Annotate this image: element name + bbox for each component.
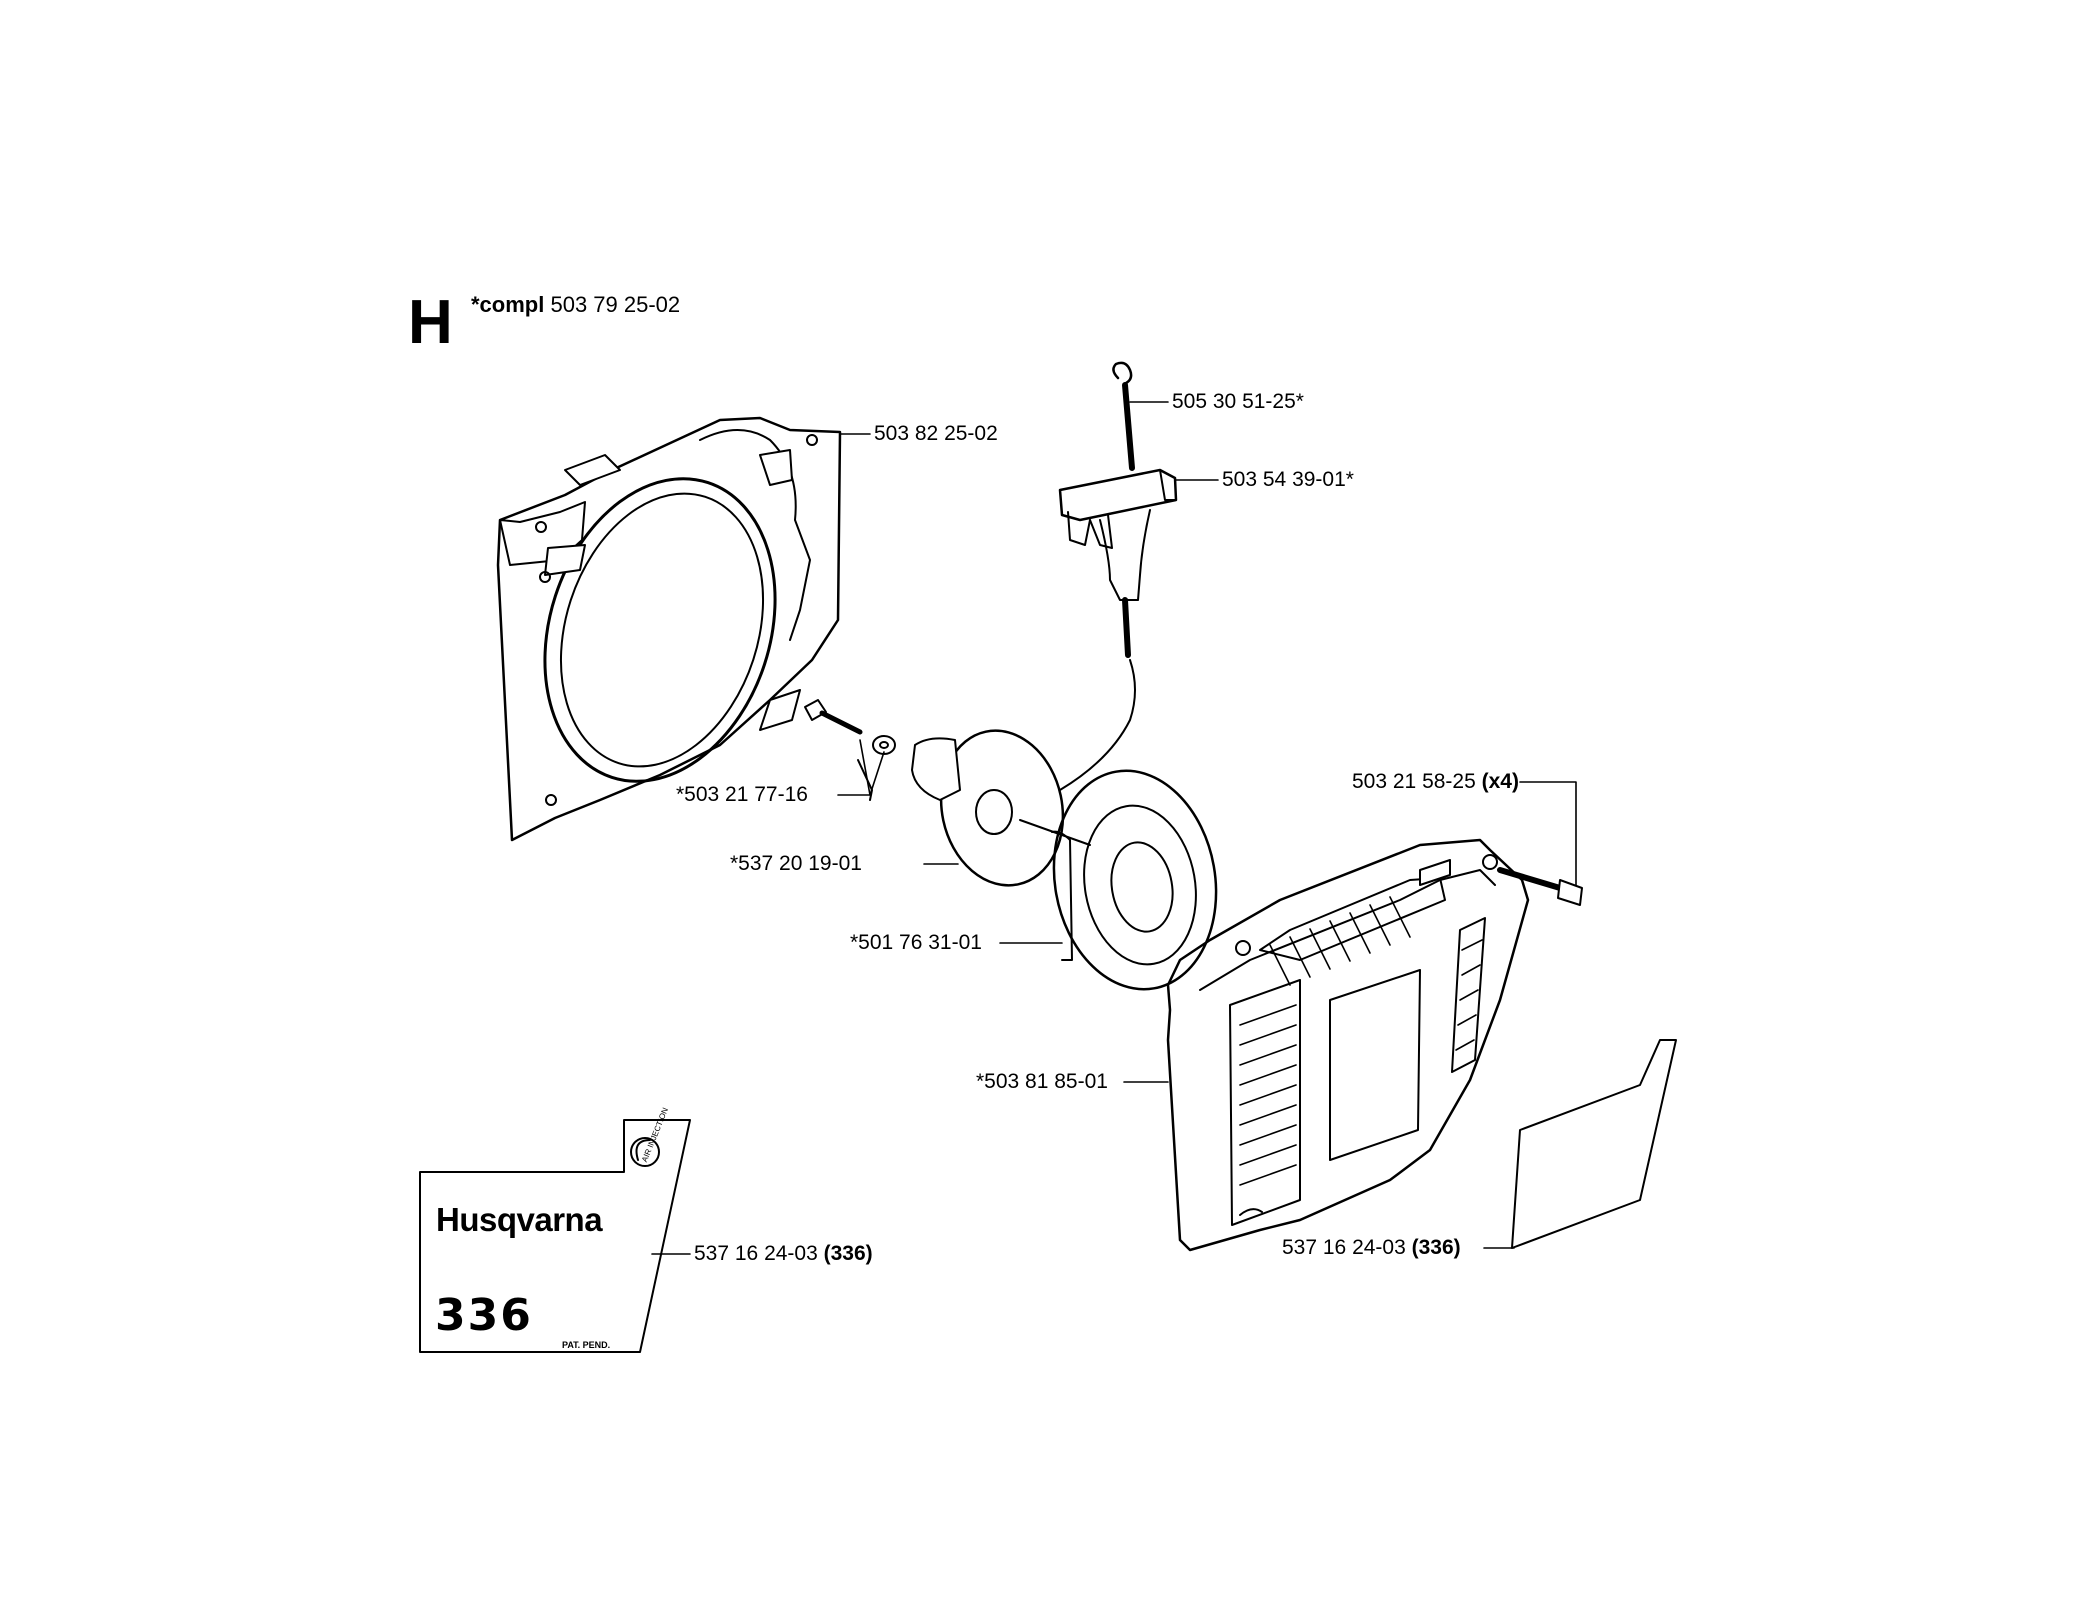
leader-lines: [651, 401, 1577, 1255]
part-label-decal-right[interactable]: 537 16 24-03 (336): [1282, 1236, 1461, 1260]
part-label-rope-pulley[interactable]: *537 20 19-01: [730, 852, 862, 875]
part-label-fan-housing[interactable]: 503 82 25-02: [874, 422, 998, 445]
fan-housing-drawing: [496, 416, 842, 842]
section-letter: H: [408, 288, 453, 357]
compl-number: 503 79 25-02: [550, 292, 681, 317]
starter-handle-drawing: [1058, 361, 1178, 791]
decal-left-number: 537 16 24-03: [694, 1242, 818, 1265]
complete-kit-label: *compl 503 79 25-02: [471, 292, 680, 318]
screw-washer-drawing: [804, 699, 896, 801]
decal-right-drawing: [1511, 1039, 1677, 1249]
rope-pulley-drawing: [911, 729, 1091, 887]
part-label-recoil-spring[interactable]: *501 76 31-01: [850, 931, 982, 954]
compl-prefix: *compl: [471, 292, 545, 317]
decal-right-number: 537 16 24-03: [1282, 1236, 1406, 1259]
cover-screw-drawing: [1497, 867, 1583, 906]
part-label-starter-rope[interactable]: 505 30 51-25*: [1172, 390, 1304, 413]
decal-left-drawing: [419, 1119, 691, 1353]
part-label-starter-cover[interactable]: *503 81 85-01: [976, 1070, 1108, 1093]
cover-screw-qty: (x4): [1481, 770, 1519, 793]
part-label-decal-left[interactable]: 537 16 24-03 (336): [694, 1242, 873, 1266]
cover-screw-number: 503 21 58-25: [1352, 770, 1476, 793]
part-label-screw-washer[interactable]: *503 21 77-16: [676, 783, 808, 806]
decal-model-number: 336: [435, 1290, 533, 1341]
decal-left-model: (336): [823, 1242, 873, 1265]
decal-right-model: (336): [1411, 1236, 1461, 1259]
part-label-starter-handle[interactable]: 503 54 39-01*: [1222, 468, 1354, 491]
cover-vents: [1239, 896, 1483, 1186]
starter-cover-drawing: [1166, 838, 1530, 1252]
recoil-spring-drawing: [1051, 769, 1218, 991]
part-label-cover-screw[interactable]: 503 21 58-25 (x4): [1352, 770, 1519, 794]
decal-pat-pend: PAT. PEND.: [562, 1340, 611, 1350]
decal-brand-logo: Husqvarna: [436, 1201, 603, 1238]
